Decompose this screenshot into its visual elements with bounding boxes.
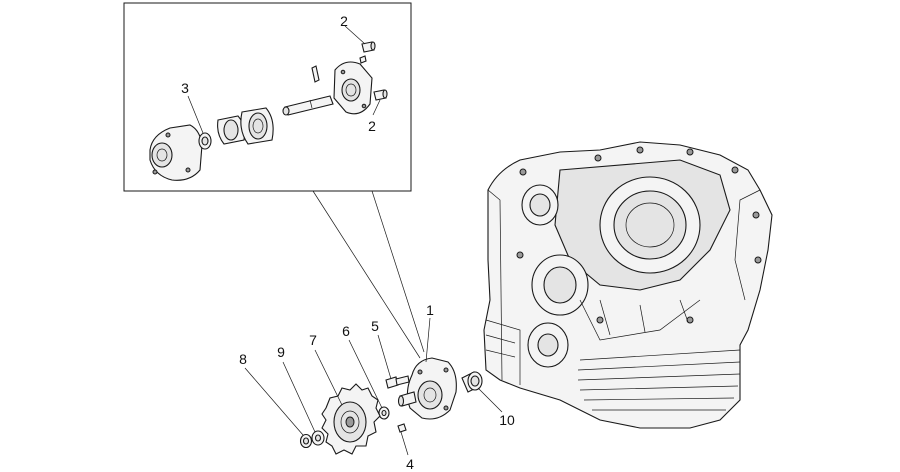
inset-pump-body [149,124,203,181]
inset-cover-plate [333,61,373,115]
leader-line-1 [425,317,431,363]
inset-connector-line [312,190,421,359]
leader-line-3 [187,95,204,134]
part-10-bushing [461,371,483,393]
callout-2-top: 2 [340,13,348,29]
leader-line-7 [314,349,343,406]
part-8-washer [299,433,313,449]
inset-connector-line [371,190,425,353]
part-5-bolt [385,375,410,389]
callout-10: 10 [499,412,515,428]
part-7-gear [321,383,381,455]
leader-line-2b [372,99,381,116]
callout-8: 8 [239,351,247,367]
inset-rotor-inner [217,115,245,145]
leader-line-10 [477,387,503,413]
callout-2-bottom: 2 [368,118,376,134]
callout-6: 6 [342,323,350,339]
leader-line-4 [400,431,409,456]
callout-5: 5 [371,318,379,334]
callout-7: 7 [309,332,317,348]
part-9-nut [311,430,325,446]
callout-9: 9 [277,344,285,360]
callout-3: 3 [181,80,189,96]
callout-1: 1 [426,302,434,318]
leader-line-2a [344,25,366,45]
inset-dowel-2-top [361,41,376,53]
callout-4: 4 [406,456,414,472]
inset-bushing-3 [198,132,212,150]
inset-pin [311,65,320,83]
leader-line-8 [244,367,304,436]
part-4-key [397,423,407,433]
part-1-oil-pump [397,357,457,420]
inset-dowel-2-bottom [373,89,388,101]
engine-crankcase [483,141,773,429]
leader-line-9 [282,361,316,433]
leader-line-5 [377,334,392,380]
inset-shaft [282,95,334,116]
leader-line-6 [348,339,383,409]
part-6-washer [378,406,390,420]
inset-dowel-small [359,55,367,64]
inset-rotor-outer [240,107,274,145]
